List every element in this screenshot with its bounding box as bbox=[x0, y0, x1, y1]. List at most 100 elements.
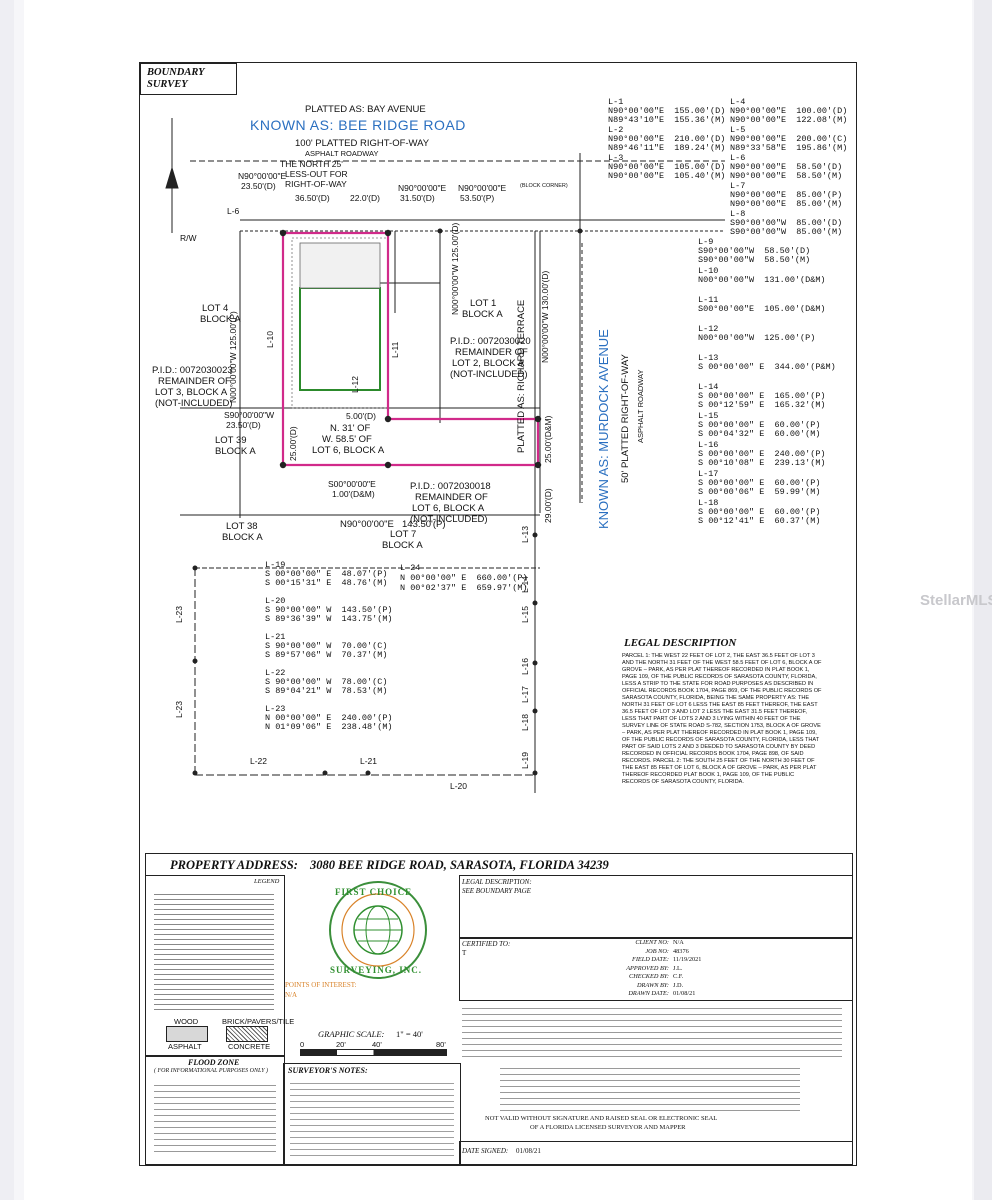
flood-heading: FLOOD ZONE bbox=[188, 1058, 240, 1067]
legal-ref-value: SEE BOUNDARY PAGE bbox=[462, 887, 531, 895]
info-label: FIELD DATE: bbox=[631, 956, 669, 963]
course-id: L-4 bbox=[730, 97, 746, 107]
label-l21: L-21 bbox=[360, 756, 378, 766]
label-n31a: N. 31' OF bbox=[330, 423, 371, 434]
course-plat: N90°00'00"E 100.00'(D) bbox=[730, 106, 848, 116]
course-id: L-19 bbox=[265, 560, 286, 570]
course-measured: S 89°04'21" W 78.53'(M) bbox=[265, 686, 388, 696]
label-d500: 5.00'(D) bbox=[346, 411, 376, 421]
notes-text bbox=[290, 1078, 454, 1160]
course-measured: S 89°57'06" W 70.37'(M) bbox=[265, 650, 388, 660]
title-box: BOUNDARY SURVEY bbox=[140, 63, 237, 95]
label-lot39: LOT 39 bbox=[215, 435, 247, 446]
course-plat: N90°00'00"E 58.50'(D) bbox=[730, 162, 843, 172]
legend-wood-label: WOOD bbox=[174, 1017, 199, 1026]
watermark: StellarMLS bbox=[920, 592, 992, 609]
signoff-line-1: NOT VALID WITHOUT SIGNATURE AND RAISED S… bbox=[485, 1115, 718, 1122]
info-label: DRAWN DATE: bbox=[628, 990, 669, 997]
label-lot38: LOT 38 bbox=[226, 521, 258, 532]
signed-value: 01/08/21 bbox=[516, 1147, 541, 1155]
label-l16: L-16 bbox=[520, 657, 530, 675]
label-l17: L-17 bbox=[520, 685, 530, 703]
label-v2900: 29.00'(D) bbox=[543, 488, 553, 523]
label-n90d: N90°00'00"E bbox=[340, 519, 394, 530]
course-plat: S 00°00'00" E 344.00'(P&M) bbox=[698, 362, 836, 372]
course-measured: N90°00'00"E 58.50'(M) bbox=[730, 171, 843, 181]
label-l13: L-13 bbox=[520, 525, 530, 543]
road-top-surface: ASPHALT ROADWAY bbox=[305, 149, 379, 158]
course-plat: S 90°00'00" W 78.00'(C) bbox=[265, 677, 388, 687]
course-id: L-3 bbox=[608, 153, 624, 163]
course-measured: S 00°12'41" E 60.37'(M) bbox=[698, 516, 821, 526]
label-rem6c: (NOT-INCLUDED) bbox=[410, 514, 488, 525]
label-blocka5: BLOCK A bbox=[382, 540, 423, 551]
right-gutter bbox=[974, 0, 992, 1200]
pavement-area bbox=[299, 242, 381, 289]
course-plat: S90°00'00"W 85.00'(D) bbox=[730, 218, 843, 228]
course-plat: S00°00'00"E 105.00'(D&M) bbox=[698, 304, 826, 314]
course-id: L-8 bbox=[730, 209, 746, 219]
course-plat: S 00°00'00" E 240.00'(P) bbox=[698, 449, 826, 459]
label-l11: L-11 bbox=[390, 341, 400, 358]
label-d3150: 31.50'(D) bbox=[400, 193, 435, 203]
label-rw: R/W bbox=[180, 233, 197, 243]
course-plat: N90°00'00"E 210.00'(D) bbox=[608, 134, 726, 144]
info-label: CHECKED BY: bbox=[629, 973, 669, 980]
course-measured: N 01°09'06" E 238.48'(M) bbox=[265, 722, 393, 732]
label-rem2c: (NOT-INCLUDED) bbox=[450, 369, 528, 380]
label-lot1: LOT 1 bbox=[470, 298, 497, 309]
course-measured: N90°00'00"E 122.08'(M) bbox=[730, 115, 848, 125]
legal-ref-panel: LEGAL DESCRIPTION: SEE BOUNDARY PAGE bbox=[459, 875, 853, 939]
course-plat: N90°00'00"E 85.00'(P) bbox=[730, 190, 843, 200]
label-d100: 1.00'(D&M) bbox=[332, 489, 375, 499]
course-plat: N00°00'00"W 125.00'(P) bbox=[698, 333, 816, 343]
label-rem3a: REMAINDER OF bbox=[158, 376, 231, 387]
course-id: L-18 bbox=[698, 498, 719, 508]
course-id: L-15 bbox=[698, 411, 719, 421]
company-logo bbox=[329, 881, 427, 979]
scale-tick-0: 0 bbox=[300, 1040, 305, 1049]
label-p14350: 143.50'(P) bbox=[402, 519, 446, 530]
label-p5350: 53.50'(P) bbox=[460, 193, 495, 203]
label-l22: L-22 bbox=[250, 756, 268, 766]
label-s00: S00°00'00"E bbox=[328, 479, 376, 489]
course-measured: N89°33'58"E 195.86'(M) bbox=[730, 143, 848, 153]
parcel-boundary bbox=[281, 231, 540, 467]
certified-panel: CERTIFIED TO: T bbox=[459, 937, 853, 1001]
course-measured: S 89°36'39" W 143.75'(M) bbox=[265, 614, 393, 624]
course-measured: N89°43'10"E 155.36'(M) bbox=[608, 115, 726, 125]
label-lot7: LOT 7 bbox=[390, 529, 417, 540]
label-d2350b: 23.50'(D) bbox=[226, 420, 261, 430]
course-id: L-11 bbox=[698, 295, 719, 305]
scale-bar bbox=[300, 1049, 447, 1056]
l24-plat: N 00°00'00" E 660.00'(P) bbox=[400, 573, 528, 583]
course-id: L-14 bbox=[698, 382, 719, 392]
label-pid2: P.I.D.: 0072030023 bbox=[152, 365, 233, 376]
info-label: APPROVED BY: bbox=[626, 964, 669, 972]
title-line-2: SURVEY bbox=[147, 79, 188, 90]
legend-heading: LEGEND bbox=[254, 878, 280, 885]
course-plat: N 00°00'00" E 240.00'(P) bbox=[265, 713, 393, 723]
label-rowshort: RIGHT-OF-WAY bbox=[285, 179, 347, 189]
course-plat: S 00°00'00" E 60.00'(P) bbox=[698, 478, 821, 488]
plan-drawing bbox=[165, 118, 725, 793]
legend-brick-label: BRICK/PAVERS/TILE bbox=[222, 1017, 295, 1026]
course-plat: S 00°00'00" E 60.00'(P) bbox=[698, 507, 821, 517]
title-line-1: BOUNDARY bbox=[147, 67, 205, 78]
course-id: L-17 bbox=[698, 469, 719, 479]
label-pid1: P.I.D.: 0072030020 bbox=[450, 336, 531, 347]
legend-panel: LEGEND WOOD BRICK/PAVERS/TILE ASPHALT CO… bbox=[145, 875, 294, 1057]
label-n90c: N90°00'00"E bbox=[458, 183, 507, 193]
course-measured: S90°00'00"W 85.00'(M) bbox=[730, 227, 843, 237]
label-l6: L-6 bbox=[227, 206, 240, 216]
info-label: JOB NO: bbox=[645, 947, 669, 955]
label-north25: THE NORTH 25' bbox=[280, 159, 343, 169]
signed-panel: DATE SIGNED: 01/08/21 bbox=[459, 1141, 853, 1165]
info-value: 48376 bbox=[673, 947, 689, 955]
flood-sub: ( FOR INFORMATIONAL PURPOSES ONLY ) bbox=[154, 1068, 269, 1074]
course-plat: N90°00'00"E 155.00'(D) bbox=[608, 106, 726, 116]
course-measured: S90°00'00"W 58.50'(M) bbox=[698, 255, 811, 265]
info-value: N/A bbox=[673, 939, 684, 946]
label-v13000: N00°00'00"W 130.00'(D) bbox=[540, 270, 550, 363]
